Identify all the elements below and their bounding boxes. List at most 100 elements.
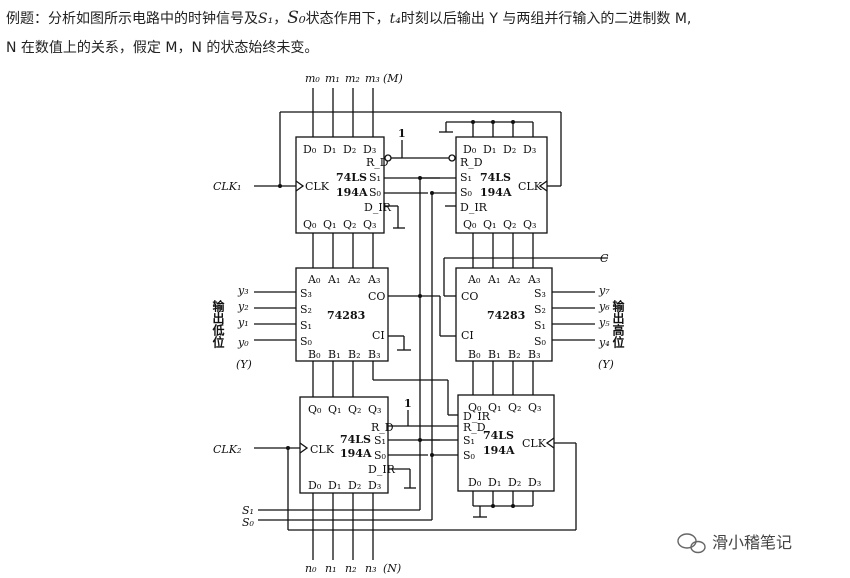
label-one-top: 1 — [398, 127, 406, 140]
u1-q3: Q₃ — [363, 218, 376, 231]
u1-q1: Q₁ — [323, 218, 336, 231]
question-mid: 状态作用下， — [305, 11, 390, 27]
question-s1: S₁ — [258, 11, 274, 27]
u3-clk: CLK — [310, 443, 335, 456]
question-text: 例题：分析如图所示电路中的时钟信号及S₁，S₀状态作用下，t₄时刻以后输出 Y … — [6, 4, 846, 63]
u2-q3: Q₃ — [523, 218, 536, 231]
question-line-1: 例题：分析如图所示电路中的时钟信号及S₁，S₀状态作用下，t₄时刻以后输出 Y … — [6, 4, 846, 34]
u2-s1: S₁ — [460, 171, 472, 184]
u4-q1: Q₁ — [488, 401, 501, 414]
u4-q3: Q₃ — [528, 401, 541, 414]
label-m0: m₀ — [305, 72, 320, 85]
add2-name: 74283 — [487, 309, 525, 322]
u2-name-2: 194A — [480, 186, 512, 199]
u2-d1: D₁ — [483, 143, 496, 156]
u1-d2: D₂ — [343, 143, 356, 156]
add2-b0: B₀ — [468, 348, 481, 361]
u4-d2: D₂ — [508, 476, 521, 489]
add2-co: CO — [461, 290, 478, 303]
add2-a1: A₁ — [487, 273, 500, 286]
u4-name-1: 74LS — [483, 429, 514, 442]
u3-d1: D₁ — [328, 479, 341, 492]
label-n3: n₃ — [365, 562, 377, 575]
add2-b1: B₁ — [488, 348, 501, 361]
u1-s1: S₁ — [369, 171, 381, 184]
label-n2: n₂ — [345, 562, 357, 575]
add1-b2: B₂ — [348, 348, 361, 361]
add1-s3: S₃ — [300, 287, 312, 300]
add2-s3: S₃ — [534, 287, 546, 300]
add2-ci: CI — [461, 329, 474, 342]
watermark-text: 滑小稽笔记 — [712, 533, 792, 552]
adder-high: A₀ A₁ A₂ A₃ S₃ S₂ S₁ S₀ CO CI 74283 B₀ B… — [455, 267, 553, 362]
u1-dir: D_IR — [364, 201, 392, 214]
add1-a1: A₁ — [327, 273, 340, 286]
u3-q3: Q₃ — [368, 403, 381, 416]
label-m2: m₂ — [345, 72, 360, 85]
add1-co: CO — [368, 290, 385, 303]
add1-name: 74283 — [327, 309, 365, 322]
watermark: 滑小稽笔记 — [677, 533, 792, 554]
add1-s0: S₀ — [300, 335, 313, 348]
add1-a2: A₂ — [347, 273, 360, 286]
adder-low: A₀ A₁ A₂ A₃ S₃ S₂ S₁ S₀ CO CI 74283 B₀ B… — [295, 267, 420, 362]
label-clk1: CLK₁ — [213, 180, 241, 193]
add2-s2: S₂ — [534, 303, 546, 316]
u1-clk: CLK — [305, 180, 330, 193]
add2-s0: S₀ — [534, 335, 547, 348]
u4-d1: D₁ — [488, 476, 501, 489]
question-prefix: 例题：分析如图所示电路中的时钟信号及 — [6, 11, 258, 27]
add1-b1: B₁ — [328, 348, 341, 361]
add2-a2: A₂ — [507, 273, 520, 286]
add1-a0: A₀ — [307, 273, 321, 286]
u2-rd: R_D — [460, 156, 483, 169]
junctions — [278, 120, 515, 508]
add1-s2: S₂ — [300, 303, 312, 316]
question-t4: t₄ — [389, 11, 401, 27]
u3-q1: Q₁ — [328, 403, 341, 416]
add1-a3: A₃ — [367, 273, 380, 286]
u4-d3: D₃ — [528, 476, 541, 489]
label-y-high-group: (Y) — [598, 358, 614, 371]
u1-d1: D₁ — [323, 143, 336, 156]
u1-d0: D₀ — [303, 143, 317, 156]
label-y7: y₇ — [598, 284, 610, 297]
u4-d0: D₀ — [468, 476, 482, 489]
label-m1: m₁ — [325, 72, 340, 85]
u2-dir: D_IR — [460, 201, 488, 214]
label-output-low: 输出低位 — [211, 299, 225, 349]
wiring — [254, 88, 608, 560]
label-y6: y₆ — [598, 300, 610, 313]
u3-d0: D₀ — [308, 479, 322, 492]
question-suffix: 时刻以后输出 Y 与两组并行输入的二进制数 M, — [400, 11, 692, 27]
label-y4: y₄ — [598, 336, 610, 349]
question-comma: ， — [273, 11, 288, 27]
u3-name-2: 194A — [340, 447, 372, 460]
u1-name-1: 74LS — [336, 171, 367, 184]
u2-d0: D₀ — [463, 143, 477, 156]
u1-q2: Q₂ — [343, 218, 356, 231]
u3-dir: D_IR — [368, 463, 396, 476]
u3-rd: R_D — [371, 421, 394, 434]
add1-b0: B₀ — [308, 348, 321, 361]
u3-s0: S₀ — [374, 449, 387, 462]
u1-q0: Q₀ — [303, 218, 317, 231]
u2-d3: D₃ — [523, 143, 536, 156]
shift-register-u3: Q₀ Q₁ Q₂ Q₃ R_D CLK 74LS 194A S₁ S₀ D_IR… — [299, 396, 440, 494]
u3-q2: Q₂ — [348, 403, 361, 416]
u4-s0: S₀ — [463, 449, 476, 462]
label-y0: y₀ — [237, 336, 249, 349]
shift-register-u4: Q₀ Q₁ Q₂ Q₃ D_IR R_D S₁ S₀ 74LS 194A CLK… — [457, 394, 555, 492]
u4-rd: R_D — [463, 421, 486, 434]
u3-q0: Q₀ — [308, 403, 322, 416]
add2-a3: A₃ — [527, 273, 540, 286]
wechat-icon — [677, 533, 706, 554]
u4-name-2: 194A — [483, 444, 515, 457]
label-N: (N) — [383, 562, 401, 575]
u4-clk: CLK — [522, 437, 547, 450]
add1-b3: B₃ — [368, 348, 381, 361]
question-line-2: N 在数值上的关系，假定 M，N 的状态始终未变。 — [6, 40, 319, 56]
u4-s1: S₁ — [463, 434, 475, 447]
u1-name-2: 194A — [336, 186, 368, 199]
